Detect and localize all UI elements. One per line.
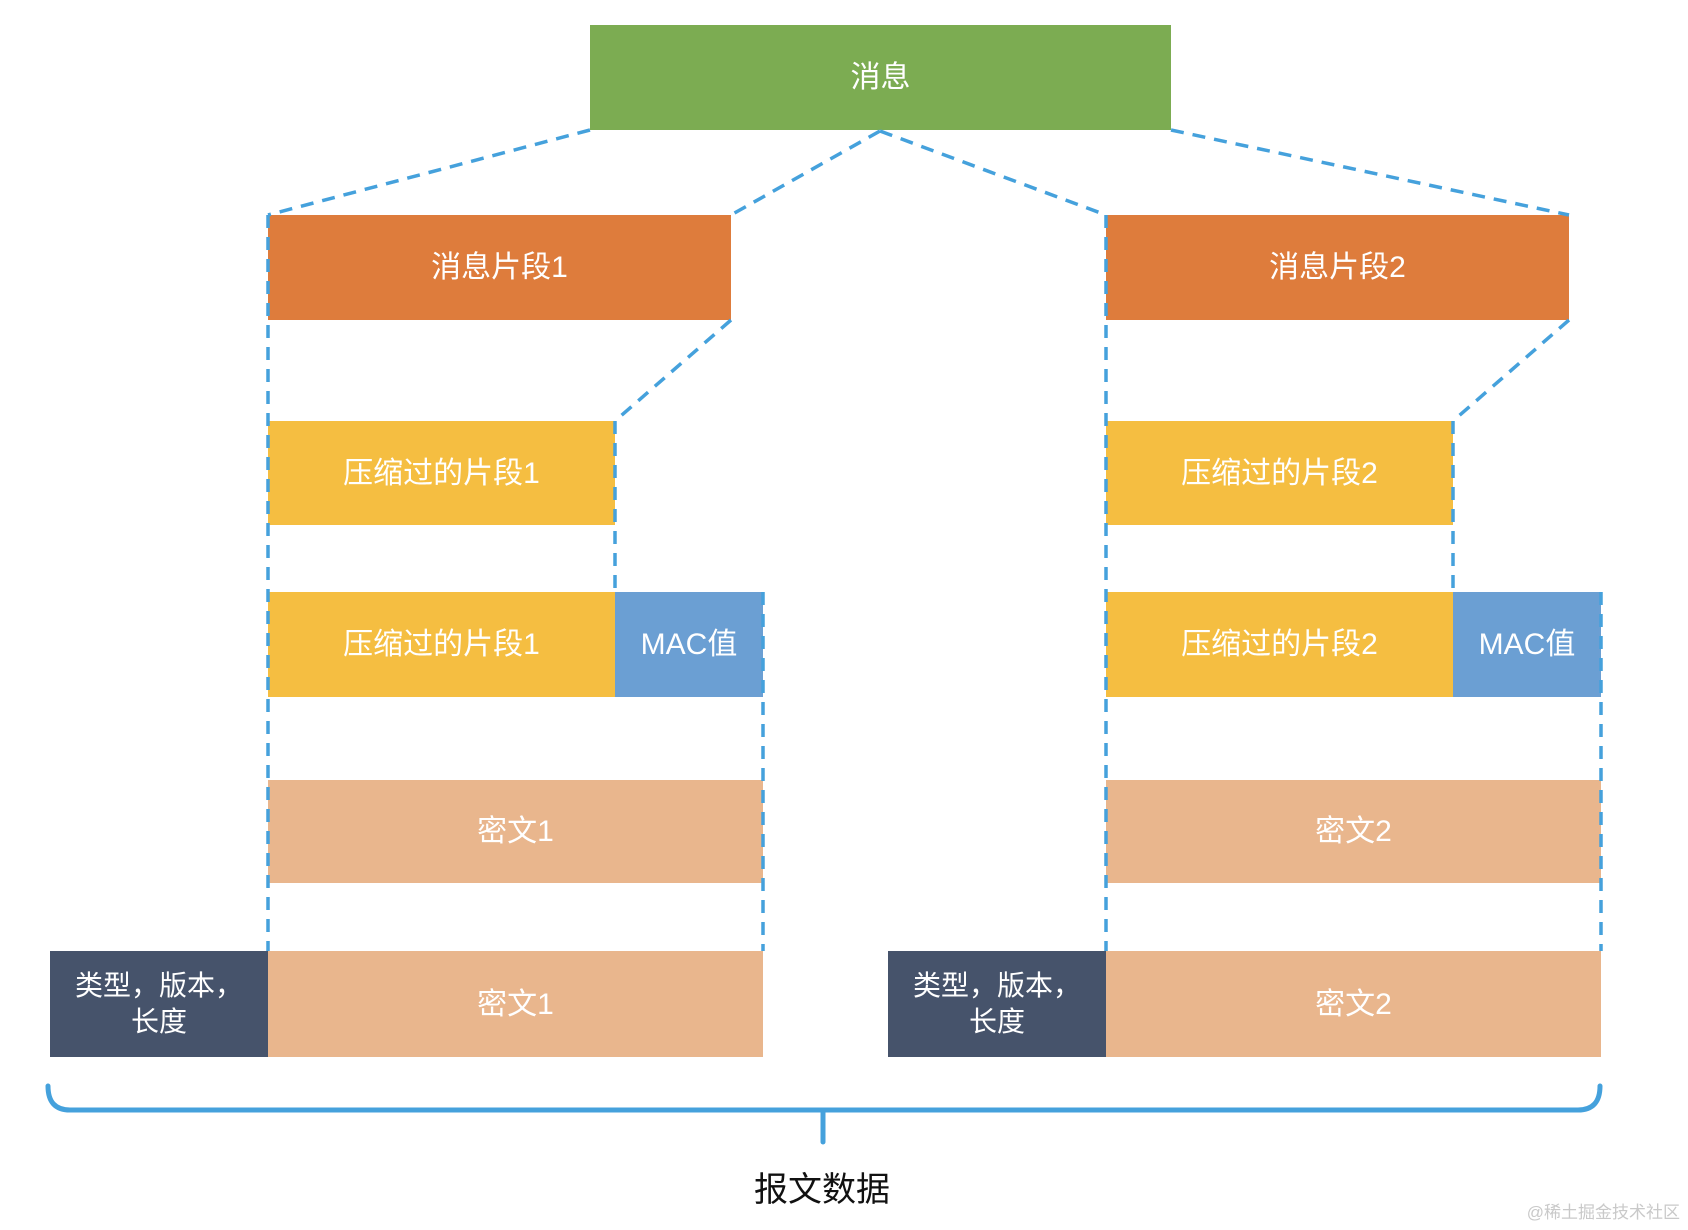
cipher2-record-box: 密文2 xyxy=(1106,951,1601,1057)
connector-message-to-fragment2-right xyxy=(1170,128,1570,217)
message-label: 消息 xyxy=(850,61,911,94)
connector-message-to-fragment1-right xyxy=(730,129,881,217)
fragment1-box: 消息片段1 xyxy=(268,215,731,320)
brace-line xyxy=(45,1083,1603,1113)
compressed1-mac-row-box: 压缩过的片段1 xyxy=(268,592,615,697)
message-box: 消息 xyxy=(590,25,1171,130)
compressed1-label: 压缩过的片段1 xyxy=(343,456,540,490)
cipher1-record-label: 密文1 xyxy=(477,987,554,1021)
compressed2-mac-row-label: 压缩过的片段2 xyxy=(1181,628,1378,661)
cipher2-label: 密文2 xyxy=(1315,815,1392,848)
compressed2-label: 压缩过的片段2 xyxy=(1181,456,1378,490)
compressed2-mac-row-box: 压缩过的片段2 xyxy=(1106,592,1453,697)
cipher2-record-label: 密文2 xyxy=(1315,987,1392,1021)
mac2-box: MAC值 xyxy=(1453,592,1601,697)
fragment1-to-compressed1-diagonal xyxy=(613,318,733,423)
mac2-label: MAC值 xyxy=(1478,628,1576,661)
connector-message-to-fragment1-left xyxy=(267,128,591,217)
record-header2-label: 类型，版本，长度 xyxy=(912,969,1081,1037)
compressed1-mac-row-label: 压缩过的片段1 xyxy=(343,628,540,661)
cipher1-label: 密文1 xyxy=(477,815,554,848)
cipher1-record-box: 密文1 xyxy=(268,951,763,1057)
mac1-label: MAC值 xyxy=(640,628,738,661)
record-header1-label: 类型，版本，长度 xyxy=(74,969,243,1037)
fragment2-box: 消息片段2 xyxy=(1106,215,1569,320)
bottom-brace xyxy=(45,1083,1603,1145)
record-header2-box: 类型，版本，长度 xyxy=(888,951,1106,1057)
connector-message-to-fragment2-left xyxy=(879,129,1107,217)
fragment1-label: 消息片段1 xyxy=(431,251,568,284)
watermark-text: @稀土掘金技术社区 xyxy=(1526,1203,1680,1222)
compressed1-box: 压缩过的片段1 xyxy=(268,421,615,525)
cipher1-box: 密文1 xyxy=(268,780,763,883)
compressed2-box: 压缩过的片段2 xyxy=(1106,421,1453,525)
fragment2-to-compressed2-diagonal xyxy=(1451,318,1571,423)
record-data-caption: 报文数据 xyxy=(754,1171,890,1209)
fragment2-label: 消息片段2 xyxy=(1269,251,1406,284)
cipher2-box: 密文2 xyxy=(1106,780,1601,883)
record-header1-box: 类型，版本，长度 xyxy=(50,951,268,1057)
mac1-box: MAC值 xyxy=(615,592,763,697)
